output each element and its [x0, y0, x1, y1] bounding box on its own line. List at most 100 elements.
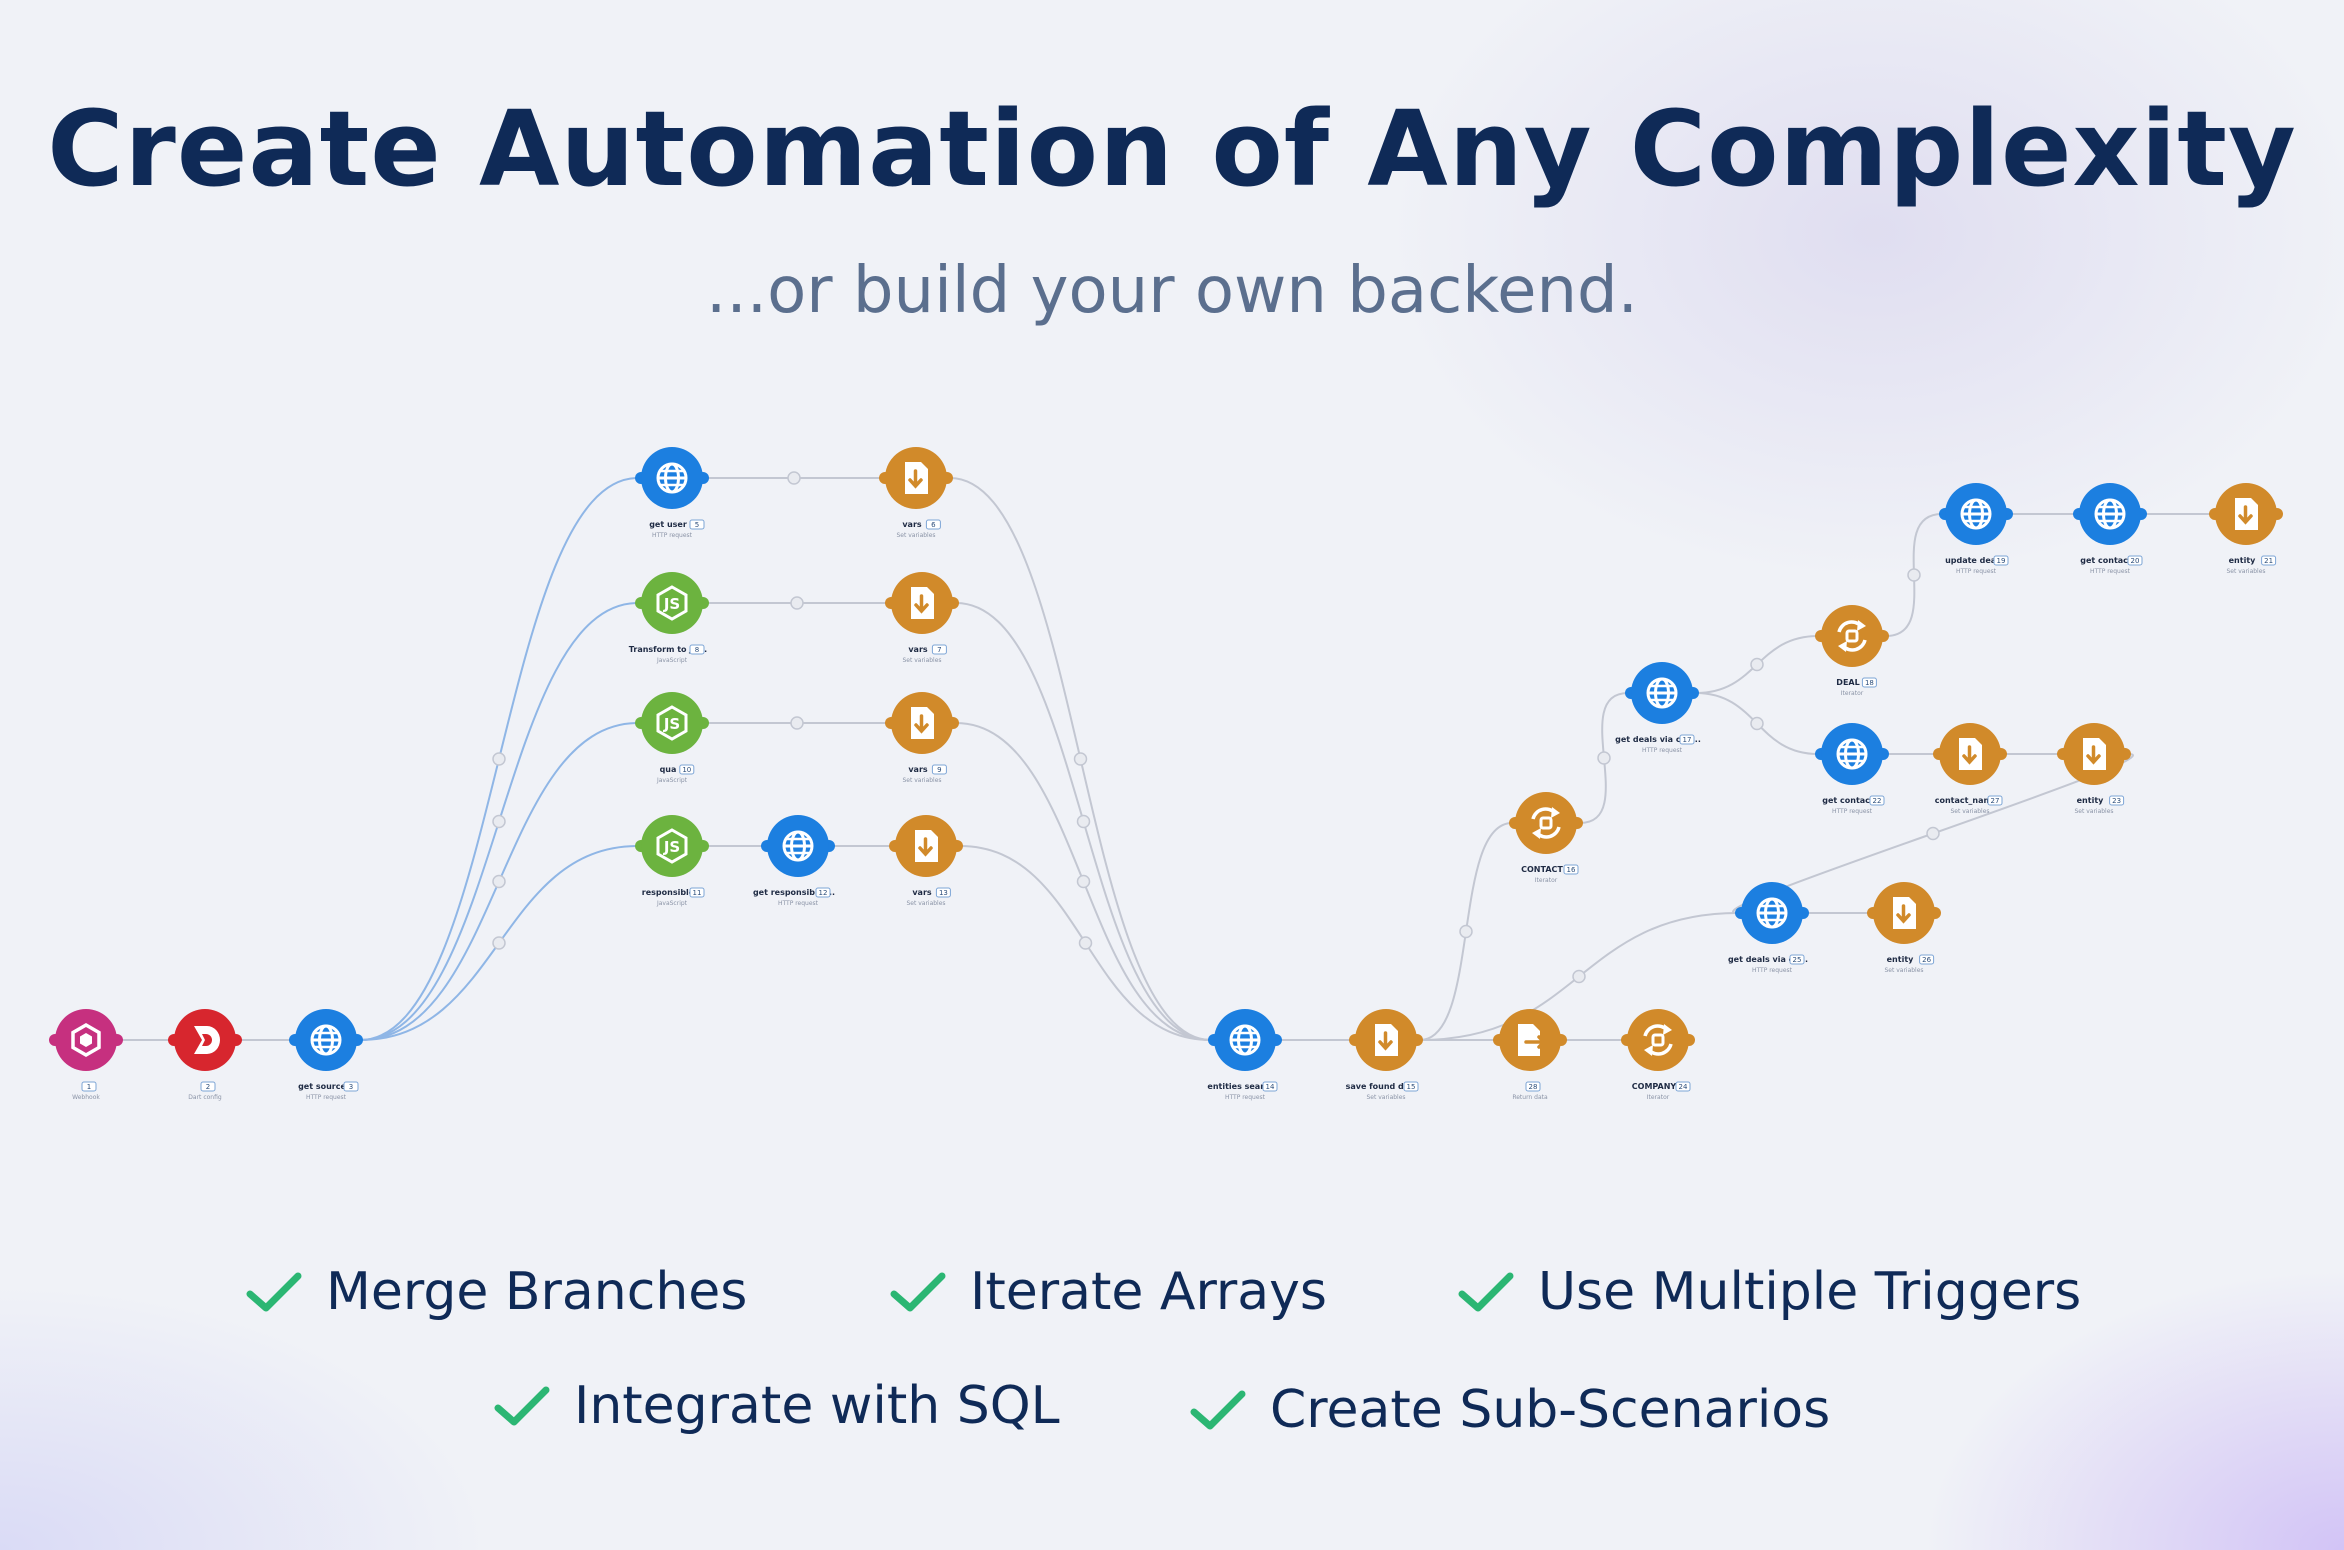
- filter-dot[interactable]: [1750, 716, 1764, 731]
- node-number: 2: [206, 1083, 210, 1091]
- node-module-type: Set variables: [1366, 1094, 1405, 1101]
- node-label: COMPANY: [1632, 1082, 1677, 1091]
- feature-label: Create Sub-Scenarios: [1270, 1380, 1831, 1440]
- node-module-type: Iterator: [1535, 877, 1558, 884]
- node-module-type: Iterator: [1841, 690, 1864, 697]
- filter-dot[interactable]: [1073, 752, 1088, 766]
- filter-dot[interactable]: [492, 814, 506, 829]
- node-number-badge: [1262, 1081, 1278, 1092]
- node-label: update deal: [1945, 556, 1999, 565]
- node-module-type: Set variables: [902, 777, 941, 784]
- filter-dot[interactable]: [1076, 814, 1091, 829]
- node-module-type: Set variables: [896, 532, 935, 539]
- node-bubble[interactable]: [1821, 605, 1883, 667]
- filter-dot[interactable]: [492, 752, 506, 766]
- node-bubble[interactable]: [1627, 1009, 1689, 1071]
- page-subtitle: ...or build your own backend.: [706, 254, 1638, 328]
- filter-dot[interactable]: [1750, 657, 1764, 672]
- node-module-type: JavaScript: [656, 777, 688, 784]
- file-download-icon: [909, 585, 936, 621]
- filter-dot[interactable]: [1907, 568, 1921, 582]
- node-label: vars: [908, 645, 928, 654]
- check-icon: [494, 1386, 550, 1426]
- filter-dot[interactable]: [1459, 924, 1473, 939]
- node-label: responsible: [642, 888, 695, 897]
- node-number-badge: [925, 519, 941, 530]
- node-number: 3: [349, 1083, 353, 1091]
- node-module-type: JavaScript: [656, 657, 688, 664]
- feature-merge-branches: Merge Branches: [244, 1262, 747, 1322]
- filter-dot[interactable]: [492, 936, 506, 950]
- node-number: 1: [87, 1083, 91, 1091]
- node-label: get responsible ...: [753, 888, 835, 897]
- filter-dot[interactable]: [1078, 936, 1093, 950]
- node-number-badge: [2109, 795, 2125, 806]
- node-number-badge: [1563, 864, 1579, 875]
- node-label: vars: [912, 888, 932, 897]
- filter-dot[interactable]: [787, 471, 801, 485]
- node-number-badge: [1861, 677, 1877, 688]
- filter-dot[interactable]: [1076, 874, 1091, 889]
- filter-dot[interactable]: [790, 596, 804, 610]
- node-label: entity: [2229, 556, 2257, 565]
- filter-dot[interactable]: [790, 716, 804, 730]
- node-module-type: HTTP request: [1956, 568, 1997, 575]
- node-number: 18: [1865, 679, 1874, 687]
- node-number-badge: [689, 519, 705, 530]
- node-label: entity: [1887, 955, 1915, 964]
- node-module-type: Set variables: [2226, 568, 2265, 575]
- filter-dot[interactable]: [1597, 751, 1611, 765]
- node-number: 15: [1407, 1083, 1416, 1091]
- node-number: 14: [1266, 1083, 1275, 1091]
- node-label: get deals via co...: [1728, 955, 1808, 964]
- node-number: 5: [695, 521, 699, 529]
- filter-dot[interactable]: [1926, 826, 1940, 841]
- node-module-type: HTTP request: [1752, 967, 1793, 974]
- node-number: 28: [1529, 1083, 1538, 1091]
- page-title: Create Automation of Any Complexity: [47, 88, 2297, 210]
- node-number: 21: [2264, 557, 2273, 565]
- filter-dot[interactable]: [1572, 969, 1586, 984]
- node-module-type: HTTP request: [306, 1094, 347, 1101]
- node-module-type: Dart config: [188, 1094, 222, 1101]
- node-label: get contact: [1822, 796, 1874, 805]
- feature-sub-scenarios: Create Sub-Scenarios: [1188, 1380, 1830, 1440]
- file-download-icon: [1957, 736, 1984, 772]
- node-number-badge: [1789, 954, 1805, 965]
- node-bubble[interactable]: [1515, 792, 1577, 854]
- node-number: 27: [1991, 797, 2000, 805]
- filter-dot[interactable]: [492, 874, 506, 889]
- node-module-type: Iterator: [1647, 1094, 1670, 1101]
- check-icon: [890, 1272, 946, 1312]
- node-number-badge: [2261, 555, 2277, 566]
- node-label: vars: [902, 520, 922, 529]
- check-icon: [246, 1272, 302, 1312]
